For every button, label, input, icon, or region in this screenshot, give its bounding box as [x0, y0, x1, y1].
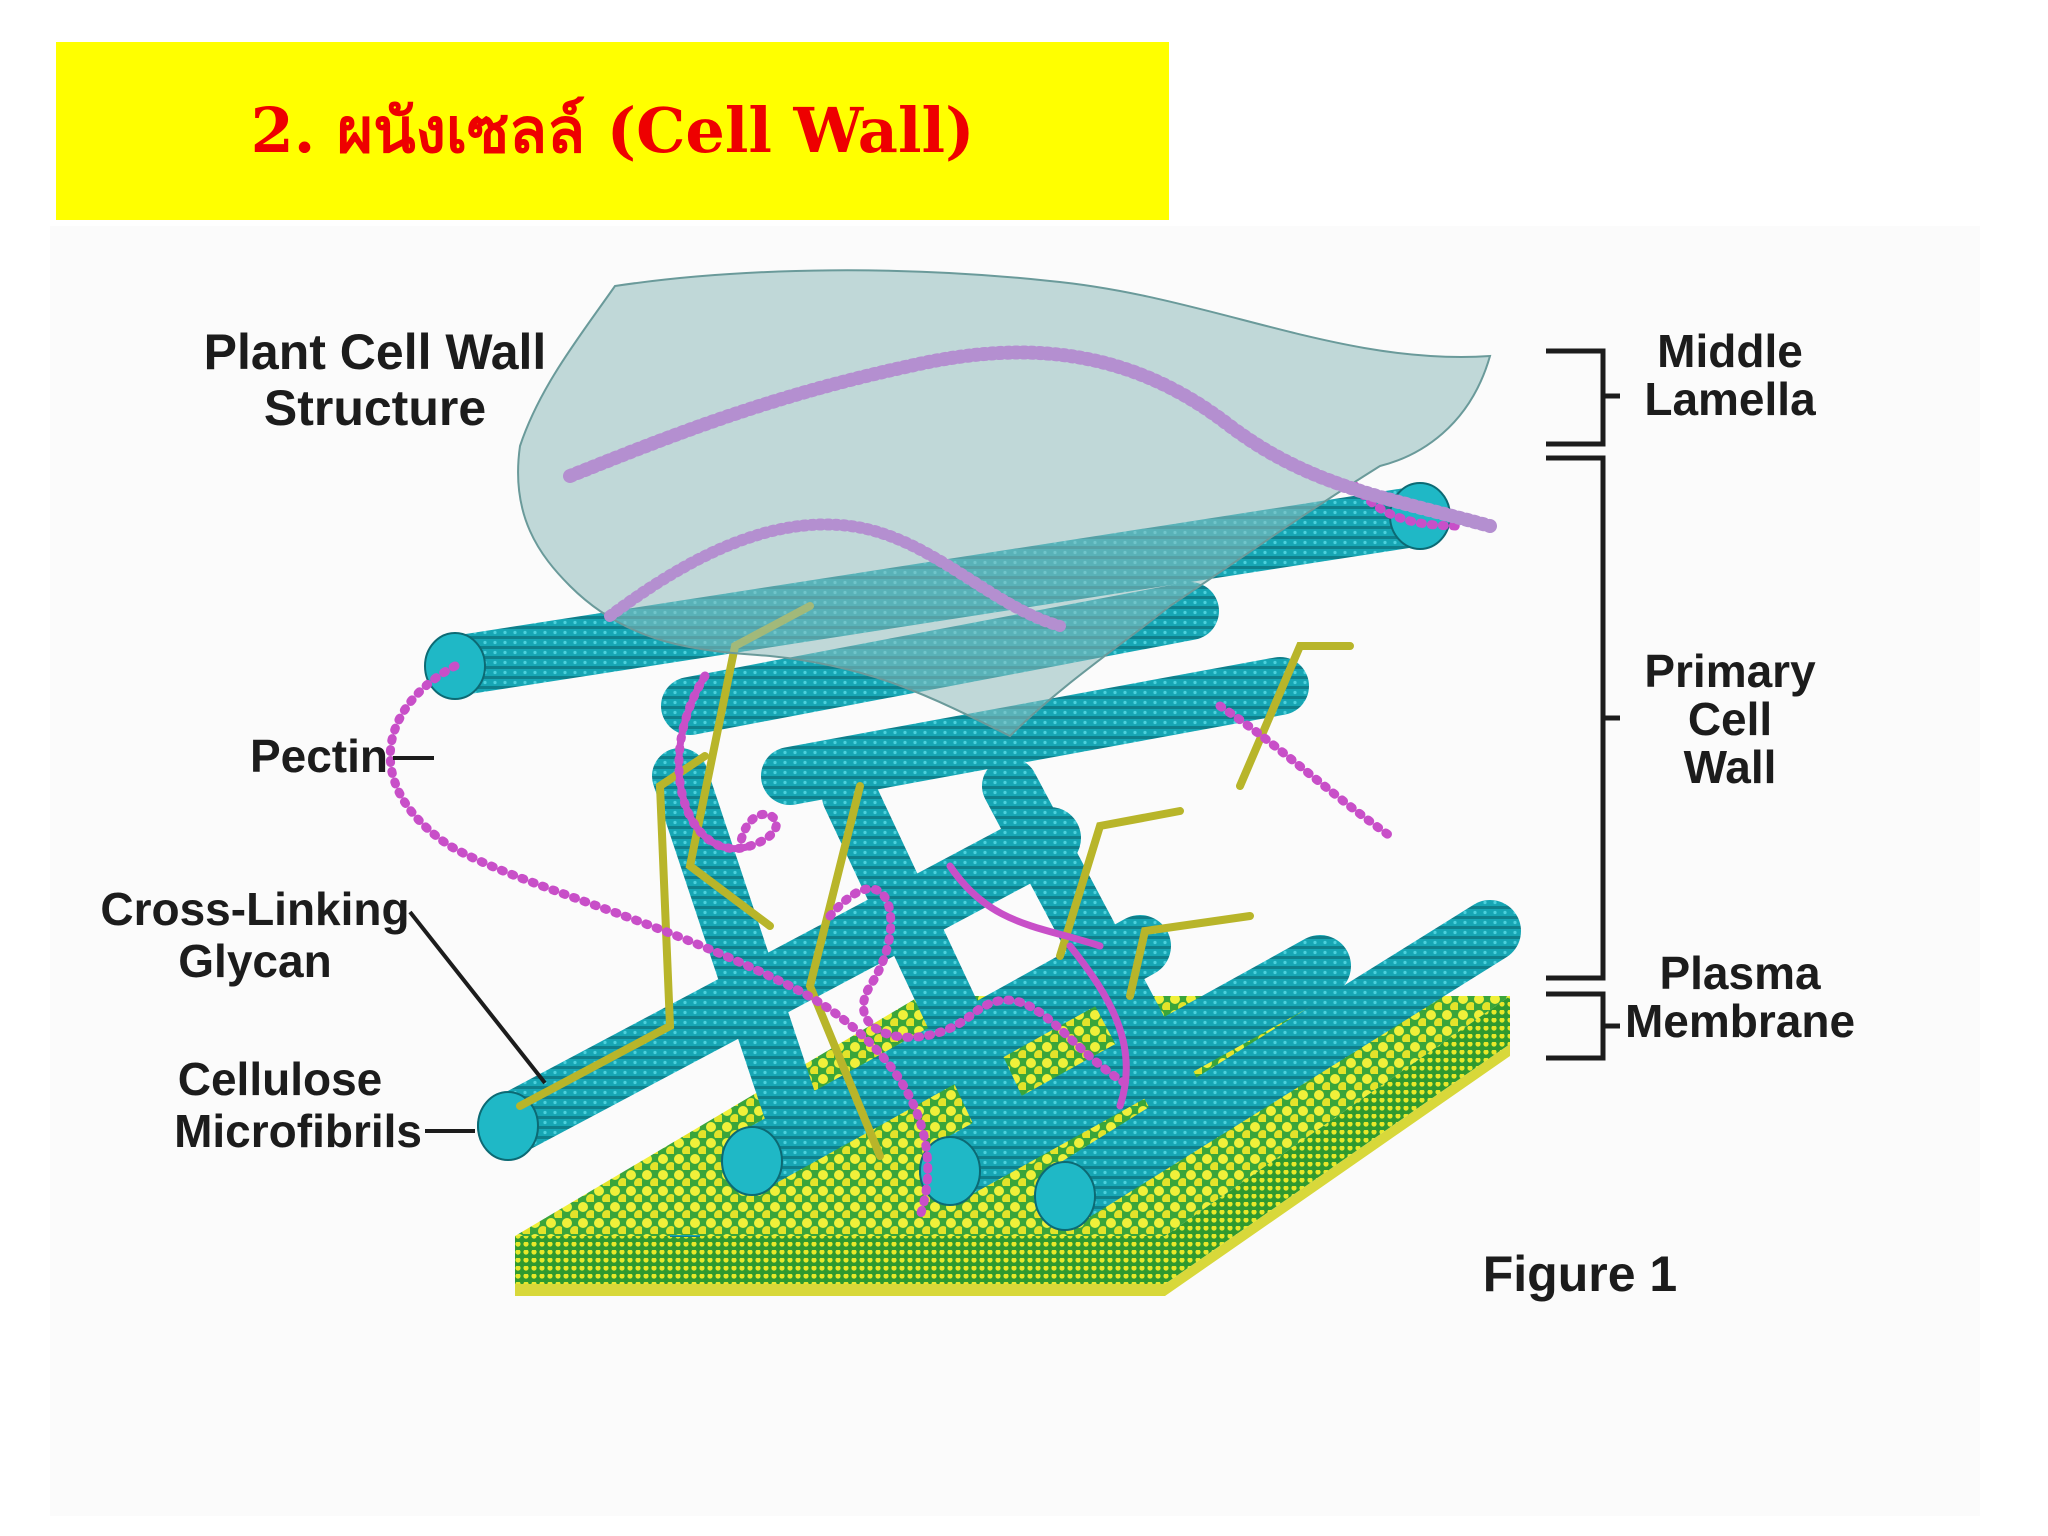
label-middle-lamella-line1: Middle	[1657, 325, 1803, 377]
label-cellulose-line2: Microfibrils	[174, 1105, 422, 1157]
figure-caption: Figure 1	[1482, 1246, 1678, 1302]
slide-title: 2. ผนังเซลล์ (Cell Wall)	[250, 94, 975, 167]
figure-panel: Plant Cell Wall Structure Pectin Cross-L…	[50, 226, 1980, 1516]
layer-brackets	[1546, 348, 1620, 1061]
label-primary-wall-line3: Wall	[1683, 741, 1777, 793]
middle-lamella	[517, 269, 1497, 738]
pectin-strands-solid	[675, 672, 1130, 1110]
label-middle-lamella-line2: Lamella	[1644, 373, 1816, 425]
diagram-heading-line1: Plant Cell Wall	[203, 324, 547, 380]
diagram-heading-line2: Structure	[263, 380, 487, 436]
label-glycan-line1: Cross-Linking	[100, 883, 410, 935]
label-plasma-membrane-line2: Membrane	[1624, 995, 1856, 1047]
label-glycan-line2: Glycan	[178, 935, 332, 987]
label-plasma-membrane-line1: Plasma	[1659, 947, 1821, 999]
label-pectin: Pectin	[249, 730, 388, 782]
label-cellulose-line1: Cellulose	[177, 1053, 383, 1105]
label-primary-wall-line1: Primary	[1644, 645, 1816, 697]
leader-lines	[393, 756, 547, 1133]
title-banner: 2. ผนังเซลล์ (Cell Wall)	[56, 42, 1169, 220]
label-primary-wall-line2: Cell	[1687, 693, 1773, 745]
cell-wall-diagram	[385, 269, 1620, 1296]
